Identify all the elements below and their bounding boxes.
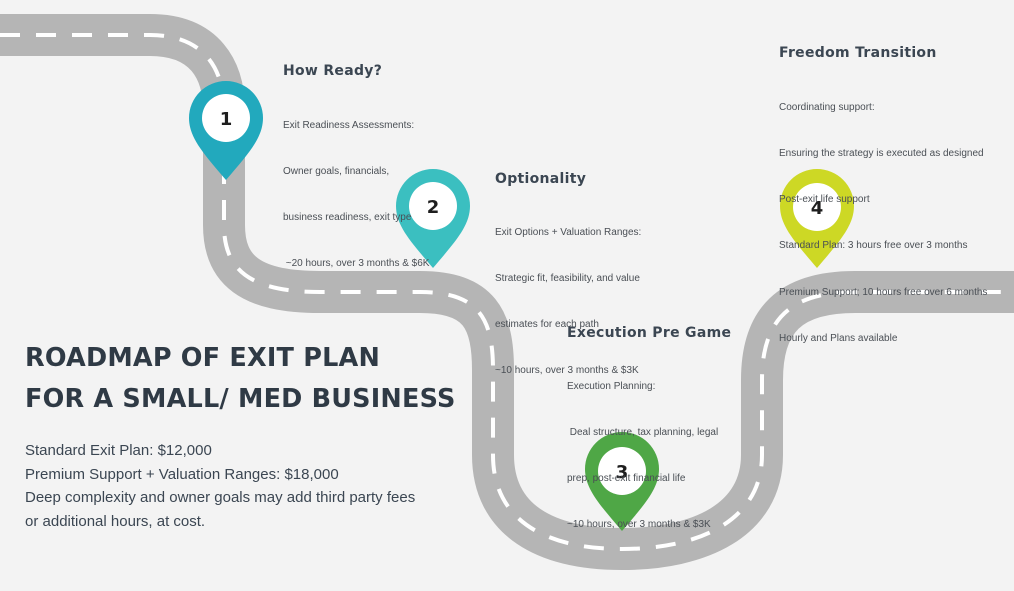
pin-2-center xyxy=(409,182,457,230)
stage-4-line: Hourly and Plans available xyxy=(779,332,898,344)
pin-4: 4 xyxy=(780,169,854,268)
pin-3-number: 3 xyxy=(616,462,629,483)
stage-3-description: Execution Planning: Deal structure, tax … xyxy=(567,348,718,548)
page-title-line-2: FOR A SMALL/ MED BUSINESS xyxy=(25,384,456,414)
pricing-line: or additional hours, at cost. xyxy=(25,512,206,530)
pin-1-number: 1 xyxy=(220,109,233,130)
stage-1-title: How Ready? xyxy=(283,63,383,79)
pin-3-center xyxy=(598,447,646,495)
pin-3: 3 xyxy=(585,432,659,531)
pin-1: 1 xyxy=(189,81,263,180)
pin-2: 2 xyxy=(396,169,470,268)
pricing-line: Deep complexity and owner goals may add … xyxy=(25,489,416,507)
stage-2-line: Strategic fit, feasibility, and value xyxy=(495,273,640,285)
stage-2-title: Optionality xyxy=(495,171,587,187)
stage-2-line: estimates for each path xyxy=(495,319,599,331)
stage-2-line: ~10 hours, over 3 months & $3K xyxy=(495,365,639,377)
stage-3-line: ~10 hours, over 3 months & $3K xyxy=(567,519,711,531)
stage-1-line: Owner goals, financials, xyxy=(283,166,390,178)
stage-1-description: Exit Readiness Assessments: Owner goals,… xyxy=(283,87,429,287)
stage-4-line: Ensuring the strategy is executed as des… xyxy=(779,148,984,160)
pricing-line: Standard Exit Plan: $12,000 xyxy=(25,442,212,459)
page-title: ROADMAP OF EXIT PLAN FOR A SMALL/ MED BU… xyxy=(25,338,456,420)
pricing-line: Premium Support + Valuation Ranges: $18,… xyxy=(25,465,339,483)
stage-2-line: Exit Options + Valuation Ranges: xyxy=(495,226,642,238)
pricing-summary: Standard Exit Plan: $12,000 Premium Supp… xyxy=(25,439,415,533)
stage-4-line: Premium Support; 10 hours free over 6 mo… xyxy=(779,286,988,298)
stage-2-description: Exit Options + Valuation Ranges: Strateg… xyxy=(495,194,641,394)
stage-4-title: Freedom Transition xyxy=(779,45,937,61)
page-title-line-1: ROADMAP OF EXIT PLAN xyxy=(25,343,381,373)
stage-3-line: prep, post-exit financial life xyxy=(567,473,686,485)
pin-1-center xyxy=(202,94,250,142)
stage-1-line: business readiness, exit type xyxy=(283,212,412,224)
pin-4-number: 4 xyxy=(811,198,824,219)
road-centerline xyxy=(0,33,1014,552)
stage-3-line: Execution Planning: xyxy=(567,380,656,392)
stage-4-line: Post-exit life support xyxy=(779,194,870,206)
stage-4-description: Coordinating support: Ensuring the strat… xyxy=(779,69,987,362)
pin-4-center xyxy=(793,183,841,231)
pin-2-number: 2 xyxy=(427,197,440,218)
stage-4-line: Standard Plan: 3 hours free over 3 month… xyxy=(779,240,968,252)
stage-3-title: Execution Pre Game xyxy=(567,325,732,341)
stage-1-line: ~20 hours, over 3 months & $6K xyxy=(283,258,430,270)
stage-4-line: Coordinating support: xyxy=(779,101,875,113)
stage-3-line: Deal structure, tax planning, legal xyxy=(567,427,719,439)
stage-1-line: Exit Readiness Assessments: xyxy=(283,119,415,131)
